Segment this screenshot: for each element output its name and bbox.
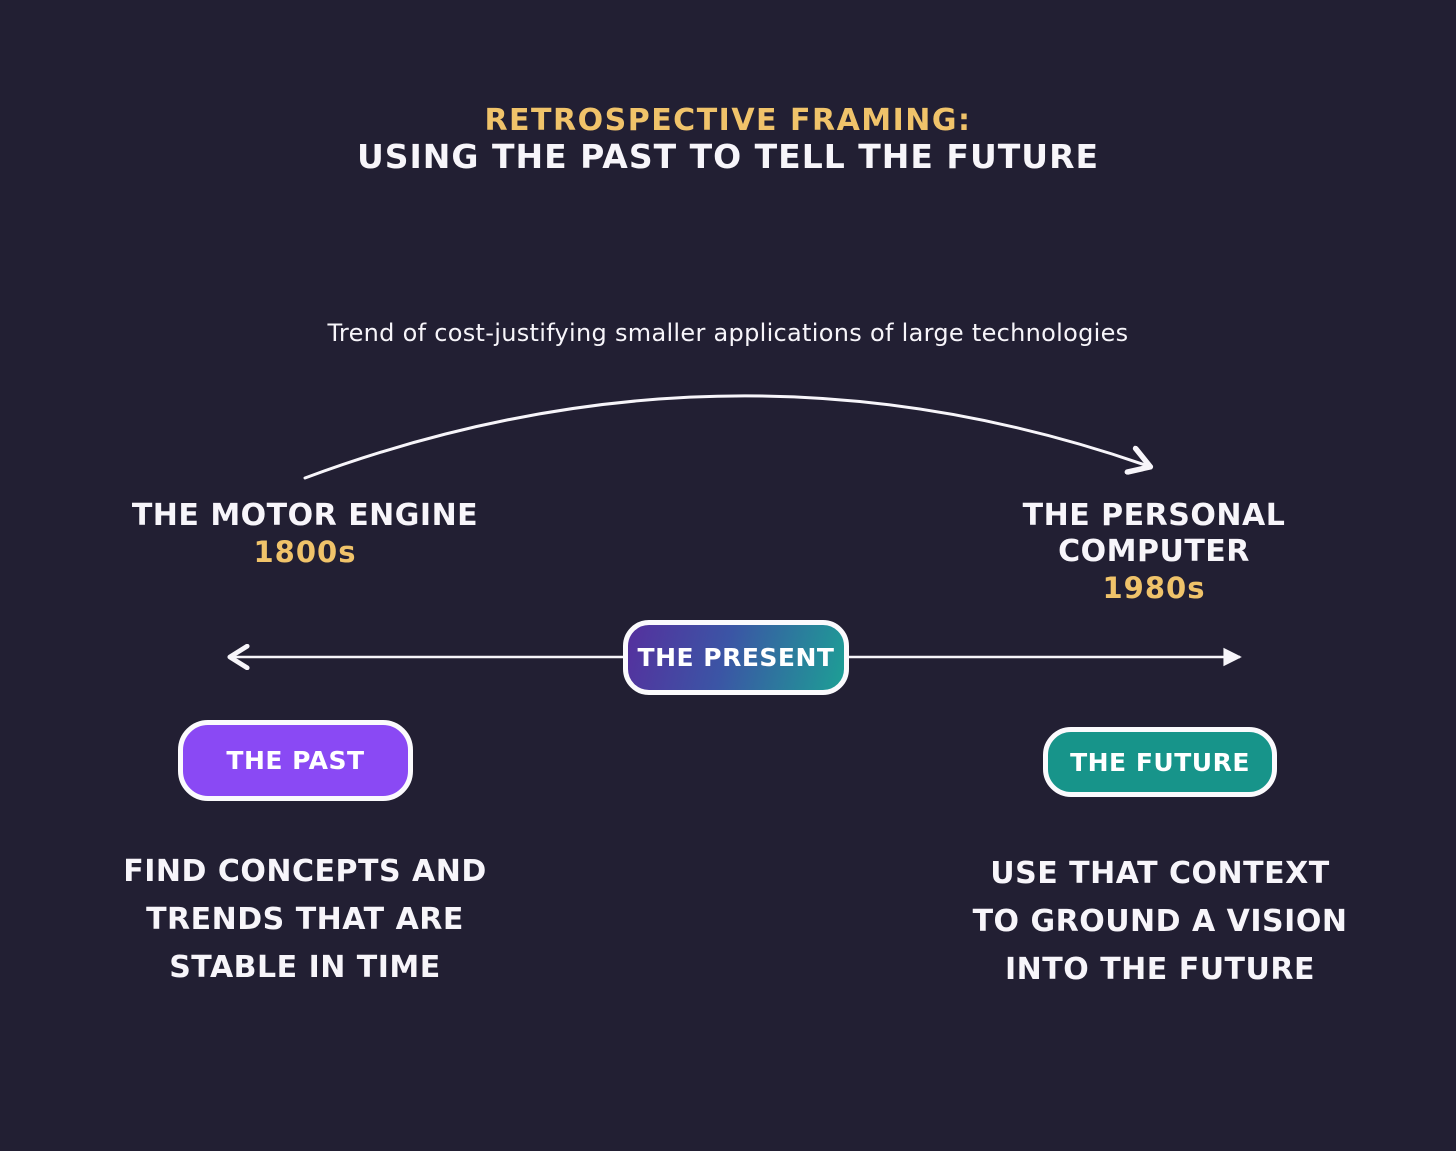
title-accent-line: RETROSPECTIVE FRAMING: xyxy=(484,103,972,138)
past-note-line: FIND CONCEPTS AND xyxy=(123,854,487,889)
milestone-personal-computer: THE PERSONAL COMPUTER 1980s xyxy=(954,498,1354,604)
future-note-line: INTO THE FUTURE xyxy=(1005,952,1315,987)
title-main-line: USING THE PAST TO TELL THE FUTURE xyxy=(356,137,1100,177)
milestone-motor-engine-era: 1800s xyxy=(253,535,357,569)
past-badge: THE PAST xyxy=(178,720,413,801)
past-badge-label: THE PAST xyxy=(226,746,365,775)
past-note: FIND CONCEPTS AND TRENDS THAT ARE STABLE… xyxy=(105,848,505,992)
future-note: USE THAT CONTEXT TO GROUND A VISION INTO… xyxy=(960,850,1360,994)
milestone-personal-computer-era: 1980s xyxy=(1102,571,1206,605)
trend-curve-arrow-icon xyxy=(303,394,1148,480)
milestone-motor-engine: THE MOTOR ENGINE 1800s xyxy=(115,498,495,568)
future-note-line: TO GROUND A VISION xyxy=(972,904,1348,939)
future-badge-label: THE FUTURE xyxy=(1070,747,1250,777)
present-badge-label: THE PRESENT xyxy=(637,643,835,672)
past-note-line: STABLE IN TIME xyxy=(169,950,441,985)
trend-caption: Trend of cost-justifying smaller applica… xyxy=(327,319,1129,347)
present-badge: THE PRESENT xyxy=(623,620,849,695)
page-title: RETROSPECTIVE FRAMING: USING THE PAST TO… xyxy=(0,103,1456,177)
milestone-personal-computer-label: THE PERSONAL COMPUTER xyxy=(1022,498,1286,569)
past-note-line: TRENDS THAT ARE xyxy=(146,902,464,937)
milestone-motor-engine-label: THE MOTOR ENGINE xyxy=(131,498,479,533)
future-note-line: USE THAT CONTEXT xyxy=(990,856,1330,891)
future-badge: THE FUTURE xyxy=(1043,727,1277,797)
